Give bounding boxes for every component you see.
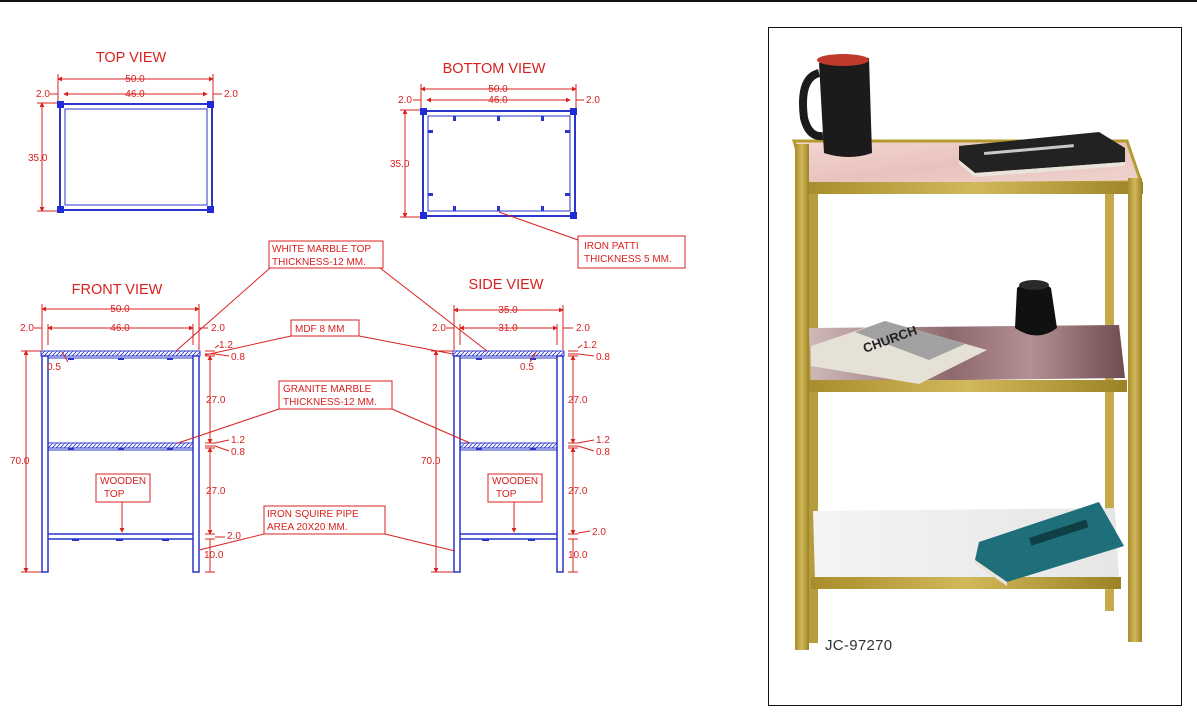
top-view: TOP VIEW 50.0 46.0 2.0 2.0 35.0 xyxy=(28,50,238,213)
front-view: FRONT VIEW 50.0 46.0 2.0 2.0 70.0 xyxy=(10,282,245,573)
book-top xyxy=(959,132,1125,173)
front-bottom-rail-dim: 2.0 xyxy=(227,531,241,542)
top-left-offset-dim: 2.0 xyxy=(36,89,50,100)
bottom-view: BOTTOM VIEW 50.0 46.0 2.0 2.0 35.0 IRON … xyxy=(390,61,686,269)
top-right-offset-dim: 2.0 xyxy=(224,89,238,100)
back-right-leg xyxy=(1105,193,1114,611)
iron-pipe-callout-line2: AREA 20X20 MM. xyxy=(267,522,348,533)
wooden-front-callout-line1: WOODEN xyxy=(100,476,146,487)
front-gap-lower-dim: 27.0 xyxy=(206,486,226,497)
front-gap-upper-dim: 27.0 xyxy=(206,395,226,406)
product-code-label: JC-97270 xyxy=(825,637,893,654)
mug xyxy=(819,56,872,158)
front-inner-dim: 46.0 xyxy=(110,323,130,334)
side-mid-thick-dim: 1.2 xyxy=(596,435,610,446)
side-left-offset-dim: 2.0 xyxy=(432,323,446,334)
top-border-line xyxy=(0,0,1197,2)
bottom-depth-dim: 35.0 xyxy=(390,159,410,170)
bottom-left-offset-dim: 2.0 xyxy=(398,95,412,106)
oil-burner xyxy=(1015,280,1057,336)
front-view-title: FRONT VIEW xyxy=(72,282,163,298)
side-right-offset-dim: 2.0 xyxy=(576,323,590,334)
side-bottom-rail-dim: 2.0 xyxy=(592,527,606,538)
top-depth-dim: 35.0 xyxy=(28,153,48,164)
mdf-callout: MDF 8 MM xyxy=(295,324,344,335)
side-leg-clear-dim: 10.0 xyxy=(568,550,588,561)
product-photo-frame: CHURCH JC-97270 xyxy=(768,27,1182,706)
side-inner-dim: 31.0 xyxy=(498,323,518,334)
material-callouts: WHITE MARBLE TOP THICKNESS-12 MM. MDF 8 … xyxy=(175,240,488,552)
front-height-dim: 70.0 xyxy=(10,456,30,467)
bottom-view-title: BOTTOM VIEW xyxy=(443,61,546,77)
side-width-dim: 35.0 xyxy=(498,305,518,316)
front-left-leg xyxy=(795,144,809,650)
front-leg-clear-dim: 10.0 xyxy=(204,550,224,561)
back-left-leg xyxy=(809,188,818,643)
front-right-leg xyxy=(1128,178,1142,642)
side-top-mdf-dim: 0.8 xyxy=(596,352,610,363)
product-photo: CHURCH xyxy=(791,54,1144,650)
front-top-thick-dim: 1.2 xyxy=(219,340,233,351)
iron-patti-callout-line2: THICKNESS 5 MM. xyxy=(584,254,672,265)
technical-drawing: TOP VIEW 50.0 46.0 2.0 2.0 35.0 BOTTOM V… xyxy=(10,50,686,573)
side-gap-lower-dim: 27.0 xyxy=(568,486,588,497)
front-width-dim: 50.0 xyxy=(110,304,130,315)
top-width-dim: 50.0 xyxy=(125,74,145,85)
front-top-mdf-dim: 0.8 xyxy=(231,352,245,363)
side-height-dim: 70.0 xyxy=(421,456,441,467)
wooden-side-callout-line1: WOODEN xyxy=(492,476,538,487)
bottom-width-dim: 50.0 xyxy=(488,84,508,95)
side-gap-upper-dim: 27.0 xyxy=(568,395,588,406)
top-view-title: TOP VIEW xyxy=(96,50,167,66)
front-mid-thick-dim: 1.2 xyxy=(231,435,245,446)
front-right-offset-dim: 2.0 xyxy=(211,323,225,334)
top-inner-dim: 46.0 xyxy=(125,89,145,100)
wooden-side-callout-line2: TOP xyxy=(496,489,517,500)
granite-callout-line1: GRANITE MARBLE xyxy=(283,384,372,395)
side-view: SIDE VIEW 35.0 31.0 2.0 2.0 70.0 0.5 xyxy=(421,277,610,573)
iron-patti-callout-line1: IRON PATTI xyxy=(584,241,639,252)
front-left-offset-dim: 2.0 xyxy=(20,323,34,334)
white-marble-callout-line2: THICKNESS-12 MM. xyxy=(272,257,366,268)
side-view-title: SIDE VIEW xyxy=(469,277,544,293)
bottom-right-offset-dim: 2.0 xyxy=(586,95,600,106)
front-mid-mdf-dim: 0.8 xyxy=(231,447,245,458)
white-marble-callout-line1: WHITE MARBLE TOP xyxy=(272,244,371,255)
book-middle xyxy=(811,321,987,384)
side-mid-mdf-dim: 0.8 xyxy=(596,447,610,458)
front-overhang-dim: 0.5 xyxy=(47,362,61,373)
bottom-inner-dim: 46.0 xyxy=(488,95,508,106)
wooden-front-callout-line2: TOP xyxy=(104,489,125,500)
side-overhang-dim: 0.5 xyxy=(520,362,534,373)
iron-pipe-callout-line1: IRON SQUIRE PIPE xyxy=(267,509,359,520)
granite-callout-line2: THICKNESS-12 MM. xyxy=(283,397,377,408)
side-top-thick-dim: 1.2 xyxy=(583,340,597,351)
